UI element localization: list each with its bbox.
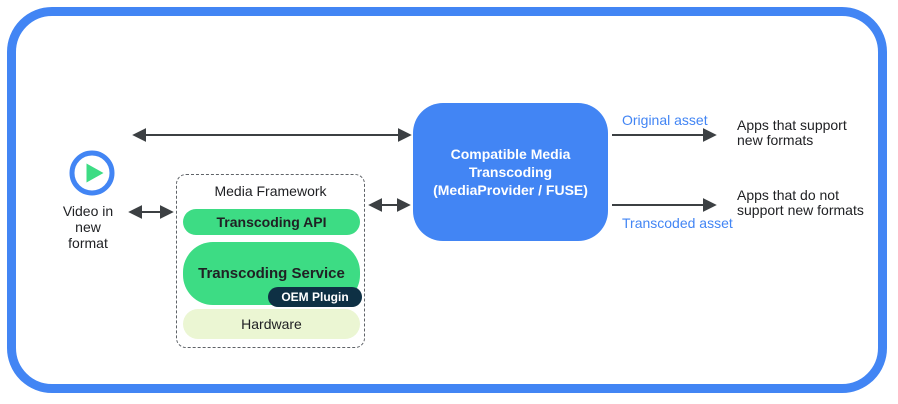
video-source-line2: new	[75, 219, 101, 235]
compatible-media-transcoding-box: Compatible Media Transcoding (MediaProvi…	[413, 103, 608, 241]
apps-support-line2: new formats	[737, 132, 814, 148]
video-source-line1: Video in	[62, 203, 114, 219]
transcoding-service-label: Transcoding Service	[198, 265, 345, 282]
apps-no-support-label: Apps that do not support new formats	[737, 188, 864, 218]
transcoding-api-label: Transcoding API	[216, 214, 327, 230]
transcoded-asset-label: Transcoded asset	[622, 215, 733, 231]
apps-support-line1: Apps that support	[737, 117, 847, 133]
apps-no-support-line1: Apps that do not	[737, 187, 839, 203]
transcoding-api-pill: Transcoding API	[183, 209, 360, 235]
transcoder-line1: Compatible Media	[450, 146, 571, 162]
transcoder-line3: (MediaProvider / FUSE)	[433, 182, 588, 198]
outer-rounded-frame	[7, 7, 887, 393]
apps-support-label: Apps that support new formats	[737, 118, 847, 148]
hardware-pill: Hardware	[183, 309, 360, 339]
video-source-line3: format	[68, 235, 108, 251]
media-framework-box: Media Framework Transcoding API Transcod…	[176, 174, 365, 348]
original-asset-label: Original asset	[622, 112, 708, 128]
oem-plugin-label: OEM Plugin	[281, 290, 349, 304]
transcoder-line2: Transcoding	[468, 164, 553, 180]
hardware-label: Hardware	[241, 316, 302, 332]
media-framework-title: Media Framework	[214, 183, 327, 199]
oem-plugin-pill: OEM Plugin	[268, 287, 362, 307]
video-source-label: Video in new format	[38, 203, 138, 251]
apps-no-support-line2: support new formats	[737, 202, 864, 218]
